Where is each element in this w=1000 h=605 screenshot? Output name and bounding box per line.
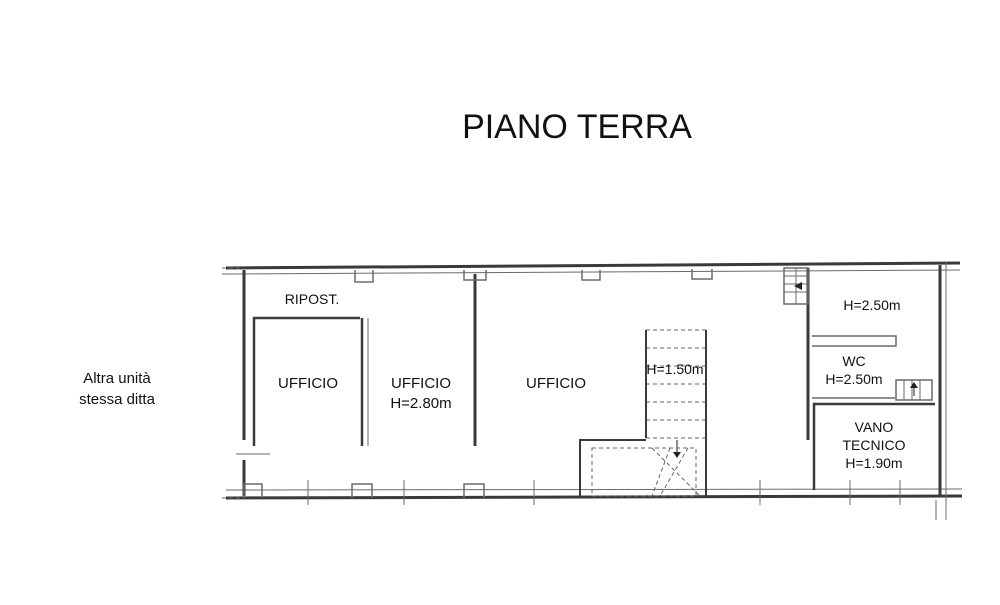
wall-pilasters xyxy=(243,269,901,505)
side-note-line-1: Altra unità xyxy=(83,370,151,387)
room-height-vano: H=1.90m xyxy=(845,455,902,471)
small-stair xyxy=(783,267,809,305)
room-label-ripost: RIPOST. xyxy=(285,291,339,307)
side-note-line-2: stessa ditta xyxy=(79,391,156,408)
room-label-ufficio-3: UFFICIO xyxy=(526,375,586,392)
wc-stair xyxy=(895,379,933,401)
storage-height: H=2.50m xyxy=(843,297,900,313)
room-label-wc: WC xyxy=(842,353,865,369)
plan-title: PIANO TERRA xyxy=(462,108,692,146)
room-height-wc: H=2.50m xyxy=(825,371,882,387)
room-label-vano: VANO xyxy=(855,419,894,435)
stair-height: H=1.50m xyxy=(646,361,703,377)
interior-walls xyxy=(252,268,935,490)
outer-walls xyxy=(221,261,963,520)
room-label-ufficio-1: UFFICIO xyxy=(278,375,338,392)
room-label-tecnico: TECNICO xyxy=(843,437,906,453)
room-height-ufficio-2: H=2.80m xyxy=(390,395,451,412)
staircase xyxy=(579,329,707,497)
room-label-ufficio-2: UFFICIO xyxy=(391,375,451,392)
